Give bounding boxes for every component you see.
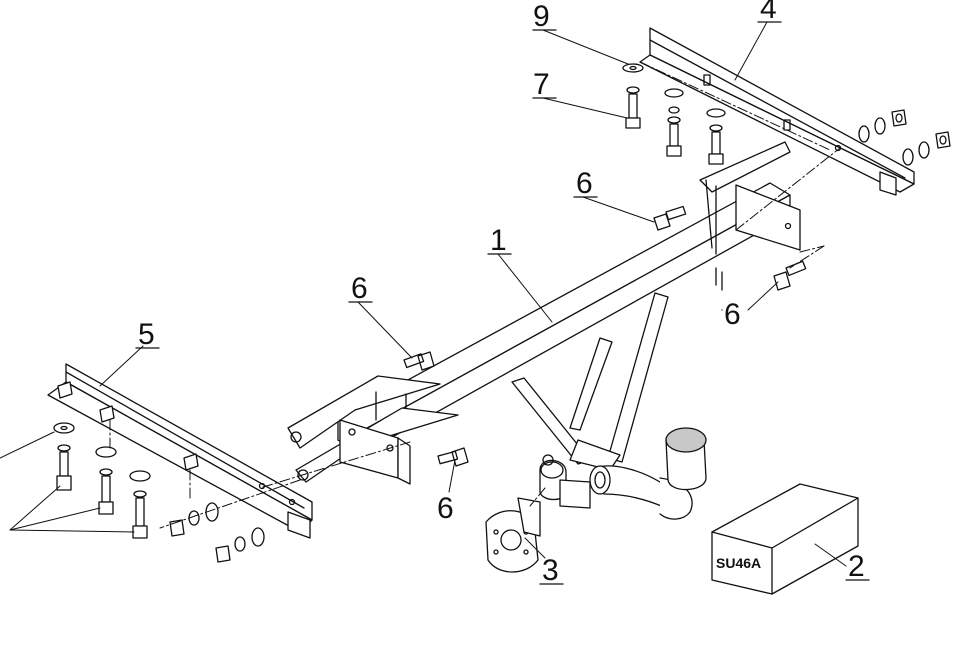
- towball-assembly: [511, 292, 707, 520]
- callout-9: 9: [533, 0, 550, 33]
- right-fastener-set: [858, 109, 951, 166]
- callout-3: 3: [542, 554, 559, 587]
- callout-5: 5: [138, 318, 155, 351]
- leader-lines: [0, 21, 847, 567]
- assembly-centerlines: [109, 61, 841, 529]
- hex-bolt-6-upper-left: [403, 351, 435, 371]
- box-code-label: SU46A: [716, 555, 761, 571]
- callout-6-left: 6: [351, 272, 368, 305]
- bolt-set-left: [53, 422, 151, 539]
- callout-6-right: 6: [724, 298, 741, 331]
- callout-1: 1: [490, 224, 507, 257]
- bracket-right-part-4: [639, 27, 915, 196]
- callout-6-bottom: 6: [437, 492, 454, 525]
- left-fastener-set: [169, 502, 265, 563]
- hex-bolt-6-top-right: [653, 205, 687, 231]
- socket-plate-part-3: [485, 497, 541, 573]
- callout-4: 4: [760, 0, 777, 25]
- hex-bolt-6-mid-right: [773, 260, 807, 291]
- hex-bolt-6-lower: [437, 447, 469, 467]
- callout-7: 7: [533, 68, 550, 101]
- callout-6-top: 6: [576, 167, 593, 200]
- bracket-left-part-5: [47, 363, 313, 539]
- main-crossbar-part-1: [287, 141, 801, 485]
- hardware-box-part-2: SU46A: [711, 483, 859, 595]
- bolt-set-right: [622, 63, 726, 165]
- callout-2: 2: [848, 550, 865, 583]
- callout-labels: 9 7 4 6 1 6 6 6 5 3 2: [135, 0, 870, 587]
